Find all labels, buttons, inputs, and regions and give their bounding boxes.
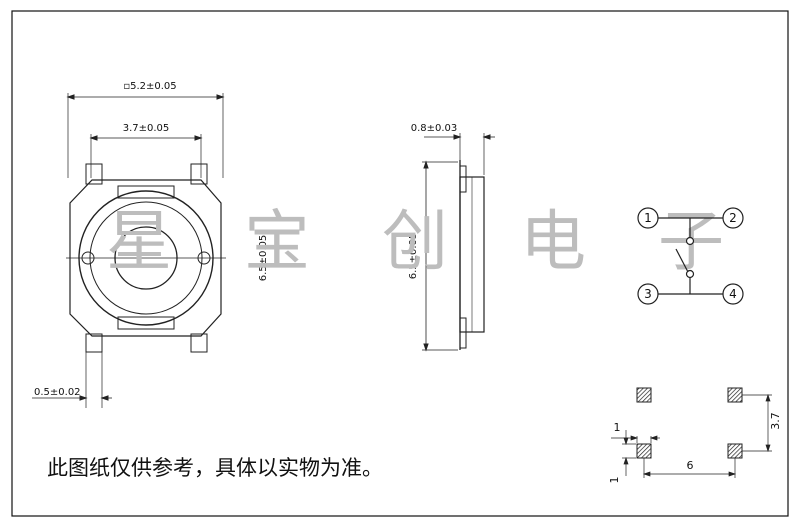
pin-top-right xyxy=(190,163,208,185)
sheet-border xyxy=(11,10,789,517)
pin-bottom-left xyxy=(85,333,103,353)
watermark: 星宝创电子 xyxy=(106,203,724,280)
pad-layout xyxy=(611,387,772,478)
top-notch xyxy=(117,185,175,199)
pin-1-label: 1 xyxy=(644,211,652,225)
top-view-height-label: 6.5±0.05 xyxy=(258,235,269,282)
pad-vertical-pitch-label: 3.7 xyxy=(769,412,782,430)
pad-horizontal-pitch-label: 6 xyxy=(687,459,694,472)
pin-1-circle xyxy=(637,207,659,229)
pad-bottom-left xyxy=(636,443,652,459)
pin-4-circle xyxy=(722,283,744,305)
switch-body xyxy=(69,179,222,337)
switch-blade xyxy=(675,248,689,273)
contact-lower xyxy=(685,269,695,279)
pad-bottom-right xyxy=(727,443,743,459)
pin-top-left xyxy=(85,163,103,185)
pin-4-label: 4 xyxy=(729,287,737,301)
pin-3-label: 3 xyxy=(644,287,652,301)
pad-width-label: 1 xyxy=(614,421,621,434)
contact-upper xyxy=(685,236,695,246)
pad-top-left xyxy=(636,387,652,403)
switch-schematic xyxy=(637,207,744,305)
pin-3-circle xyxy=(637,283,659,305)
width-label: ▫5.2±0.05 xyxy=(123,81,176,92)
bottom-notch xyxy=(117,316,175,330)
pin-width-label: 0.5±0.02 xyxy=(34,387,81,398)
side-view-height-label: 6.5±0.05 xyxy=(408,233,419,280)
side-lead-bottom xyxy=(460,317,467,349)
disclaimer-note: 此图纸仅供参考，具体以实物为准。 xyxy=(47,456,383,480)
top-view xyxy=(32,93,226,408)
side-view xyxy=(422,133,495,352)
button-diameter-label: 3.7±0.05 xyxy=(123,123,170,134)
side-lead-top xyxy=(460,165,467,193)
pin-2-label: 2 xyxy=(729,211,737,225)
thickness-label: 0.8±0.03 xyxy=(411,123,458,134)
pad-top-right xyxy=(727,387,743,403)
pin-2-circle xyxy=(722,207,744,229)
pin-bottom-right xyxy=(190,333,208,353)
pad-height-label: 1 xyxy=(608,477,621,484)
